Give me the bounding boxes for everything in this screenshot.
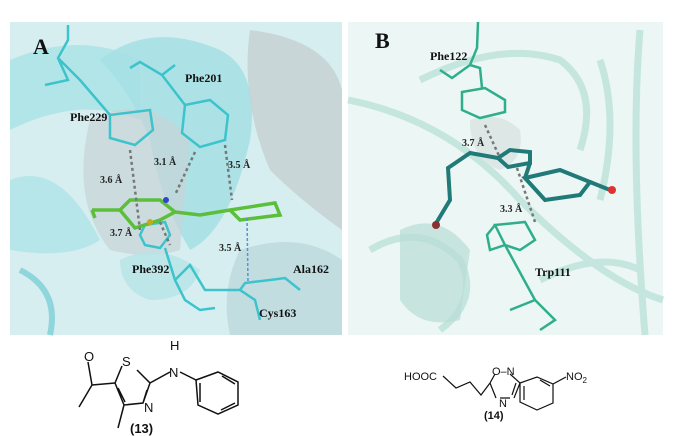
panel-b-label: B (375, 28, 390, 53)
distance-label: 3.7 Å (110, 227, 133, 239)
residue-label: Trp111 (535, 265, 571, 279)
atom-label: N (499, 398, 507, 410)
distance-label: 3.5 Å (228, 159, 251, 171)
atom-label: O–N (492, 366, 515, 378)
distance-label: 3.6 Å (100, 174, 123, 186)
residue-label: Phe392 (132, 262, 169, 276)
residue-label: Phe122 (430, 49, 467, 63)
residue-label: Ala162 (293, 262, 329, 276)
distance-label: 3.7 Å (462, 137, 485, 149)
atom-label: H (170, 338, 179, 353)
residue-label: Phe229 (70, 110, 107, 124)
panel-b-image (347, 21, 665, 336)
atom-label: S (122, 354, 131, 369)
atom-label: N (169, 365, 178, 380)
panel-a-image (10, 22, 342, 336)
compound-13-label: (13) (130, 421, 153, 436)
atom-label: HOOC (404, 371, 437, 383)
atom-label: N (144, 400, 153, 415)
atom-label: O (84, 349, 94, 364)
structure-13 (78, 361, 239, 429)
residue-label: Phe201 (185, 71, 222, 85)
atom-label: NO2 (566, 371, 588, 385)
compound-14-label: (14) (484, 410, 504, 422)
distance-label: 3.5 Å (219, 242, 242, 254)
distance-label: 3.3 Å (500, 203, 523, 215)
panel-a-label: A (33, 34, 49, 59)
structure-14 (442, 373, 567, 411)
residue-label: Cys163 (259, 306, 296, 320)
distance-label: 3.1 Å (154, 156, 177, 168)
